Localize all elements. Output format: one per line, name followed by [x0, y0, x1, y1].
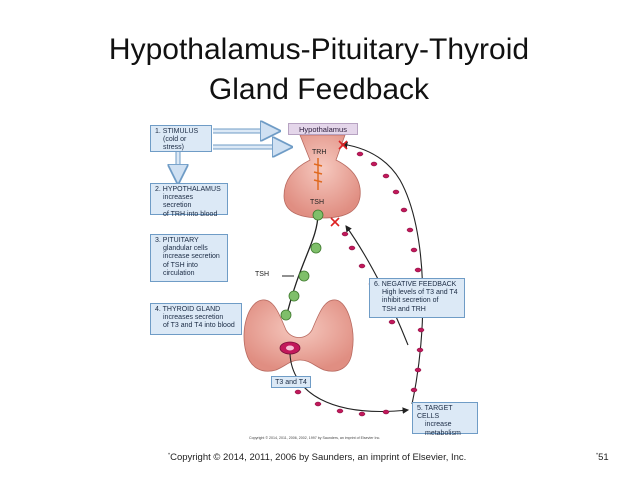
box-target-head: 5. TARGET CELLS — [417, 405, 453, 421]
box-target-cells: 5. TARGET CELLS increase metabolism — [412, 402, 478, 437]
box-hypothalamus-line: of TRH into blood — [163, 210, 218, 218]
box-feedback-line: inhibit secretion of — [382, 297, 439, 305]
slide-title: Hypothalamus-Pituitary-Thyroid Gland Fee… — [0, 30, 638, 110]
title-line-2: Gland Feedback — [208, 73, 430, 106]
box-feedback-head: 6. NEGATIVE FEEDBACK — [374, 281, 457, 288]
box-pituitary-head: 3. PITUITARY — [155, 237, 199, 244]
title-line-1: Hypothalamus-Pituitary-Thyroid — [108, 33, 530, 66]
box-target-line: increase — [425, 421, 452, 429]
box-pituitary-line: of TSH into — [163, 261, 198, 269]
page-number-bullet: • — [596, 452, 599, 458]
footer-bullet: • — [168, 452, 171, 458]
box-stimulus-head: 1. STIMULUS — [155, 128, 199, 135]
box-pituitary: 3. PITUITARY glandular cells increase se… — [150, 234, 228, 282]
box-thyroid-line: of T3 and T4 into blood — [163, 322, 235, 330]
footer-copyright: •Copyright © 2014, 2011, 2006 by Saunder… — [168, 452, 466, 463]
box-feedback-line: High levels of T3 and T4 — [382, 289, 458, 297]
t3t4-label: T3 and T4 — [271, 376, 311, 388]
box-target-line: metabolism — [425, 429, 461, 437]
hypothalamus-label: Hypothalamus — [288, 123, 358, 135]
stimulus-arrows — [178, 131, 290, 182]
tsh-pathway — [280, 209, 324, 321]
box-pituitary-line: increase secretion — [163, 253, 220, 261]
box-stimulus-line: (cold or stress) — [163, 136, 187, 152]
trh-label: TRH — [312, 149, 327, 156]
figure-copyright: Copyright © 2014, 2011, 2006, 2002, 1997… — [249, 436, 381, 440]
page-number: •51 — [596, 452, 609, 463]
red-x-icon — [330, 140, 348, 227]
thyroid-gland — [243, 299, 354, 372]
footer-copyright-text: Copyright © 2014, 2011, 2006 by Saunders… — [170, 452, 467, 463]
box-hypothalamus-head: 2. HYPOTHALAMUS — [155, 186, 221, 193]
box-thyroid-line: increases secretion — [163, 314, 224, 322]
box-stimulus: 1. STIMULUS (cold or stress) — [150, 125, 212, 152]
box-negative-feedback: 6. NEGATIVE FEEDBACK High levels of T3 a… — [369, 278, 465, 318]
box-pituitary-line: glandular cells — [163, 245, 208, 253]
box-thyroid: 4. THYROID GLAND increases secretion of … — [150, 303, 242, 335]
page-number-text: 51 — [598, 452, 609, 463]
box-hypothalamus: 2. HYPOTHALAMUS increases secretion of T… — [150, 183, 228, 218]
tsh-side-label: TSH — [255, 271, 269, 278]
box-thyroid-head: 4. THYROID GLAND — [155, 306, 221, 313]
box-pituitary-line: circulation — [163, 269, 195, 277]
tsh-gland-label: TSH — [310, 199, 324, 206]
box-feedback-line: TSH and TRH — [382, 305, 426, 313]
box-hypothalamus-line: increases secretion — [163, 194, 193, 210]
